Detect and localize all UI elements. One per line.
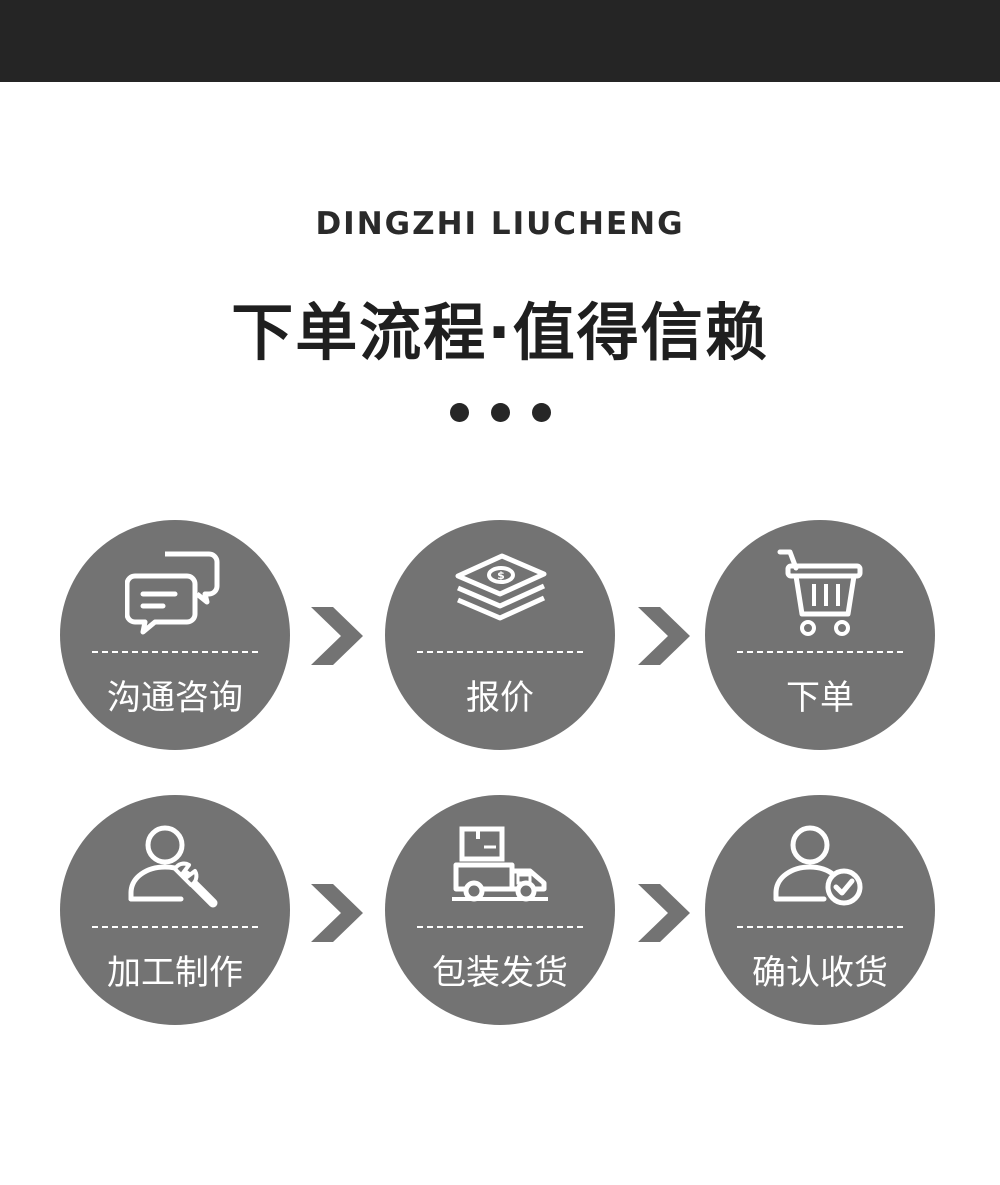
step-consult: 沟通咨询 (60, 520, 290, 750)
chevron-right-icon (638, 607, 690, 665)
dot (490, 403, 510, 422)
worker-wrench-icon (128, 825, 218, 908)
step-label: 加工制作 (107, 953, 243, 993)
user-check-icon (773, 825, 863, 906)
section-subtitle: DINGZHI LIUCHENG (315, 206, 685, 242)
svg-text:$: $ (497, 569, 505, 582)
money-stack-icon: $ (455, 553, 547, 621)
dashed-divider (92, 651, 258, 653)
decorative-dots (0, 403, 1000, 422)
dashed-divider (92, 926, 258, 928)
chevron-right-icon (311, 884, 363, 942)
top-bar (0, 0, 1000, 82)
step-label: 沟通咨询 (107, 678, 243, 718)
step-quote: $ 报价 (385, 520, 615, 750)
step-label: 包装发货 (432, 953, 568, 993)
chevron-right-icon (638, 884, 690, 942)
dot (531, 403, 551, 422)
dot (449, 403, 469, 422)
delivery-truck-icon (452, 826, 548, 902)
step-label: 报价 (466, 678, 534, 718)
step-shipping: 包装发货 (385, 795, 615, 1025)
shopping-cart-icon (777, 549, 863, 636)
step-receipt: 确认收货 (705, 795, 935, 1025)
step-order: 下单 (705, 520, 935, 750)
chevron-right-icon (311, 607, 363, 665)
dashed-divider (737, 926, 903, 928)
section-title: 下单流程·值得信赖 (231, 296, 769, 369)
step-production: 加工制作 (60, 795, 290, 1025)
chat-bubbles-icon (125, 551, 220, 635)
step-label: 下单 (786, 678, 854, 718)
dashed-divider (417, 651, 583, 653)
dashed-divider (737, 651, 903, 653)
dashed-divider (417, 926, 583, 928)
step-label: 确认收货 (752, 953, 888, 993)
